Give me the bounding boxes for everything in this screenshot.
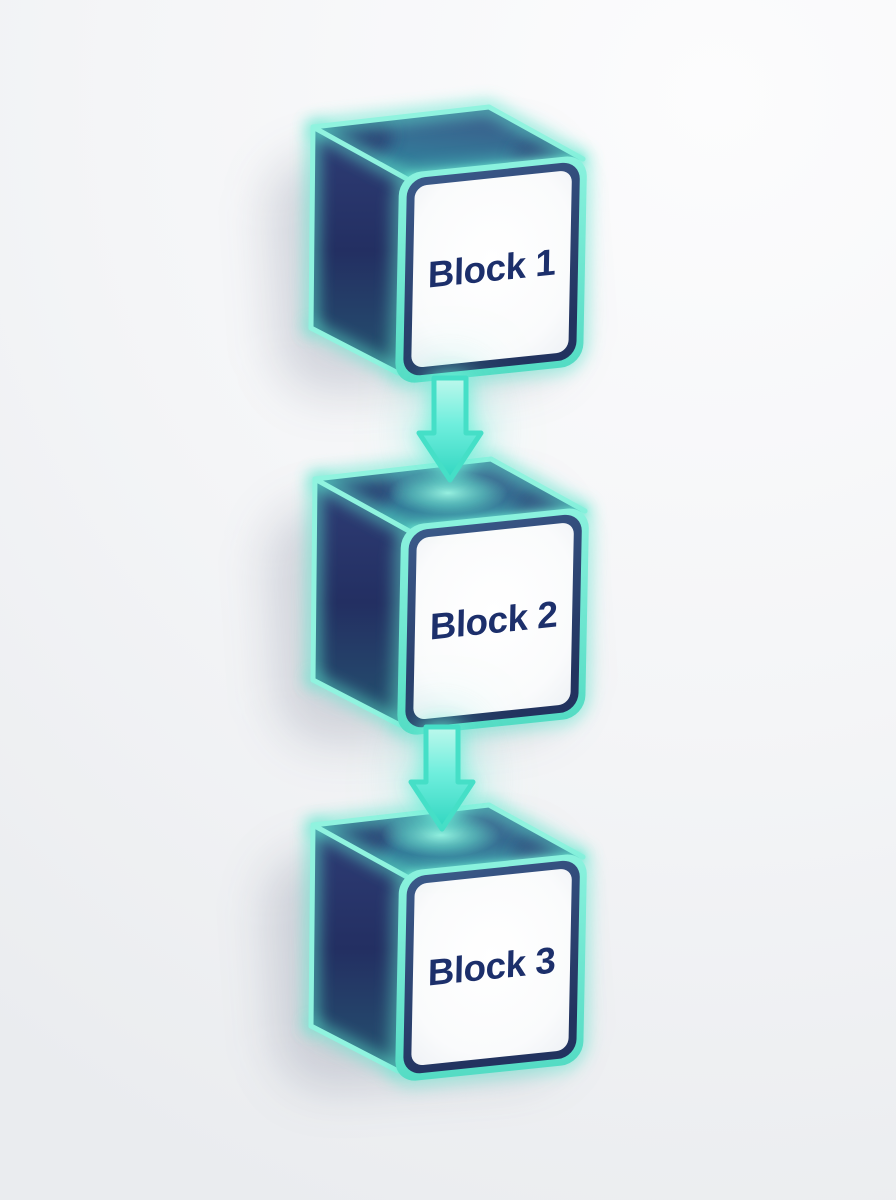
mint-edges — [305, 799, 589, 1077]
block-front-face: Block 2 — [391, 504, 594, 742]
block-front-face: Block 3 — [389, 850, 592, 1088]
block-front-face: Block 1 — [389, 152, 592, 390]
down-arrow-icon-1 — [416, 375, 484, 483]
mint-edges — [307, 453, 591, 731]
white-panel — [413, 523, 574, 720]
white-panel — [411, 869, 572, 1066]
block-node-3: Block 3 — [305, 799, 592, 1088]
down-arrow-icon-2 — [408, 724, 476, 832]
white-panel — [411, 171, 572, 368]
block-node-2: Block 2 — [307, 453, 594, 742]
arrow-landing-glow — [381, 813, 501, 857]
mint-edges — [305, 101, 589, 379]
block-node-1: Block 1 — [305, 101, 592, 390]
arrow-landing-glow — [388, 471, 508, 515]
